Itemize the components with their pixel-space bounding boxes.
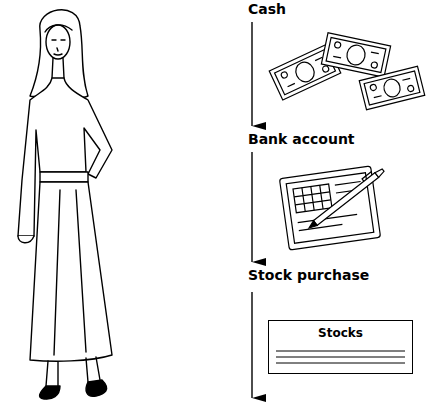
woman-figure-part (45, 25, 72, 32)
money-bills-part-part (280, 71, 288, 79)
woman-figure-part (46, 25, 70, 59)
checkbook-part-part (293, 184, 332, 213)
checkbook-part-part (307, 221, 317, 231)
money-bills-part-part (359, 66, 424, 110)
money-bills-part-part (333, 45, 379, 66)
money-bills-part-part (321, 33, 390, 78)
money-bills-part-part (322, 65, 330, 73)
money-bills-part-part (382, 77, 402, 98)
money-bills-part-part (370, 84, 377, 91)
money-bills-part-part (364, 71, 420, 105)
step-heading: Cash (246, 0, 288, 18)
flow-arrow (251, 152, 252, 262)
money-bills-part-part (345, 43, 367, 66)
checkbook-part-part (293, 184, 332, 213)
flow-arrow-part (251, 292, 252, 398)
certificate-lines-part (276, 357, 405, 358)
certificate-lines-part (276, 363, 405, 364)
money-bills-part (359, 66, 424, 110)
money-bills (269, 33, 425, 110)
checkbook-part-part (375, 168, 385, 178)
money-bills-part-part (371, 78, 412, 97)
woman-figure-part (18, 236, 34, 243)
woman-figure-part (40, 386, 60, 399)
checkbook-part-part (362, 172, 373, 182)
certificate-lines (276, 351, 405, 363)
step-heading: Bank account (246, 130, 357, 148)
money-bills-part-part (334, 41, 341, 48)
step-label: Cash (246, 0, 288, 18)
money-bills-part-part (371, 61, 378, 68)
checkbook-part-part (279, 166, 380, 250)
certificate-lines-part (276, 351, 405, 352)
step-label: Stock purchase (246, 266, 371, 284)
woman-figure-part (30, 182, 112, 361)
money-bills-part (321, 33, 390, 78)
money-bills-part-part (283, 57, 328, 86)
step-heading: Stock purchase (246, 266, 371, 284)
woman-figure (18, 10, 112, 399)
checkbook-part (279, 166, 380, 250)
flow-arrow (251, 22, 252, 126)
woman-figure-part (54, 190, 86, 355)
money-bills-part-part (326, 37, 386, 72)
checkbook-part-part (313, 173, 378, 226)
money-bills-part-part (407, 85, 414, 92)
certificate-title: Stocks (269, 321, 412, 341)
woman-figure-part (40, 172, 88, 182)
woman-figure-part (52, 40, 65, 55)
woman-figure-part (52, 58, 64, 78)
checkbook-part (305, 165, 385, 230)
flow-arrow (251, 292, 252, 398)
woman-figure-part (86, 380, 107, 396)
step-label: Bank account (246, 130, 357, 148)
checkbook (279, 165, 385, 250)
stock-certificate: Stocks (268, 320, 413, 374)
money-bills-part-part (293, 59, 318, 85)
